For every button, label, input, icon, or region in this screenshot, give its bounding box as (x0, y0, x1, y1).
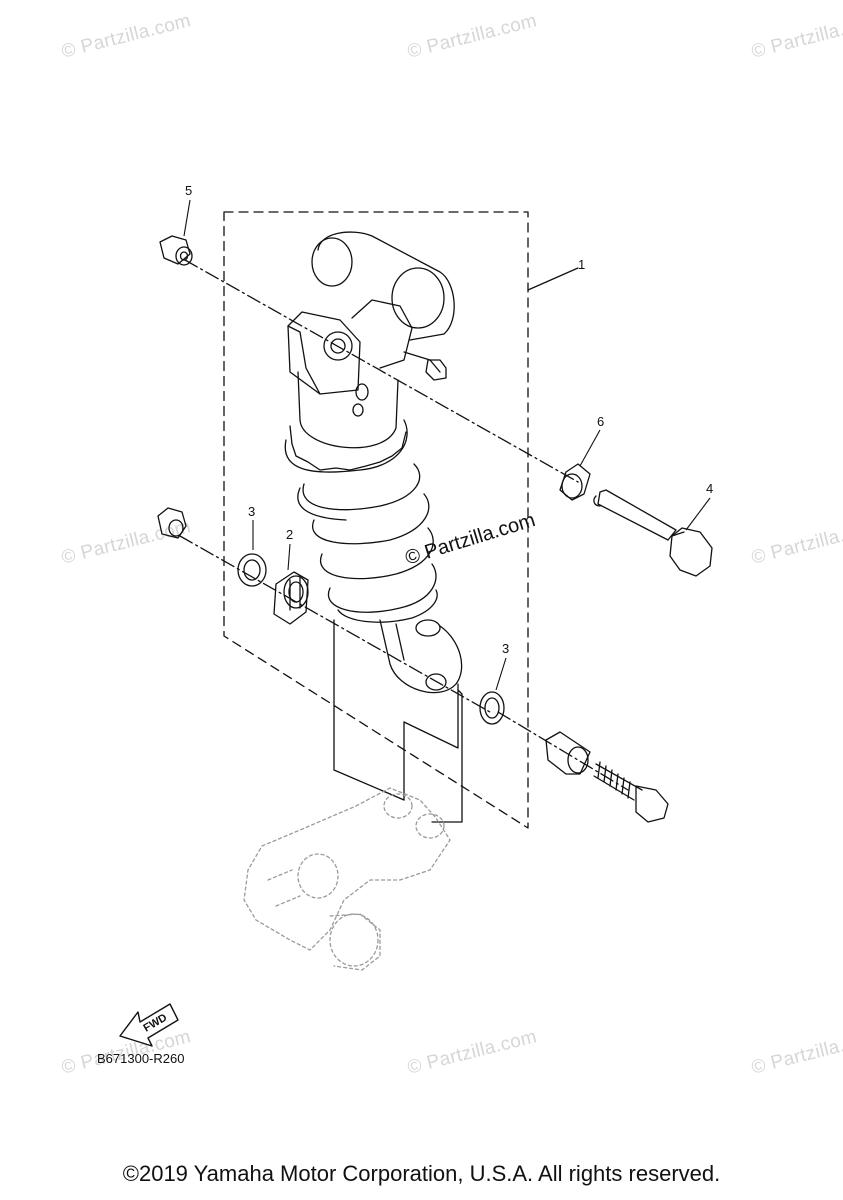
center-axis (184, 259, 579, 483)
part-bolt-top (593, 489, 713, 577)
assembly-boundary (223, 211, 529, 829)
fwd-arrow-icon (119, 1003, 179, 1047)
part-collar-lower (545, 731, 591, 775)
rear-shock-absorber (284, 299, 463, 694)
connector-line (333, 619, 405, 801)
connector-line (431, 689, 463, 823)
reference-code: B671300-R260 (97, 1051, 185, 1066)
part-washer-left (237, 553, 267, 587)
part-nut-top (159, 235, 193, 266)
callout-3: 3 (248, 504, 256, 519)
copyright-notice: ©2019 Yamaha Motor Corporation, U.S.A. A… (122, 1161, 721, 1186)
part-washer-right (479, 691, 505, 725)
callout-1: 1 (578, 257, 586, 272)
callout-4: 4 (706, 481, 714, 496)
relay-arm-ghost (243, 787, 451, 971)
leader-line (527, 267, 579, 291)
center-axis (497, 711, 629, 791)
connector-line (403, 683, 459, 749)
part-bearing (273, 571, 309, 625)
callout-5: 5 (185, 183, 193, 198)
fwd-label: FWD (142, 1012, 170, 1035)
part-nut-lower-left (157, 507, 187, 539)
callout-3-lower: 3 (502, 641, 510, 656)
center-axis (179, 535, 491, 713)
shock-reservoir (311, 231, 455, 341)
part-bolt-lower (593, 761, 669, 823)
part-collar (559, 463, 591, 501)
callout-2: 2 (286, 527, 294, 542)
callout-6: 6 (597, 414, 605, 429)
